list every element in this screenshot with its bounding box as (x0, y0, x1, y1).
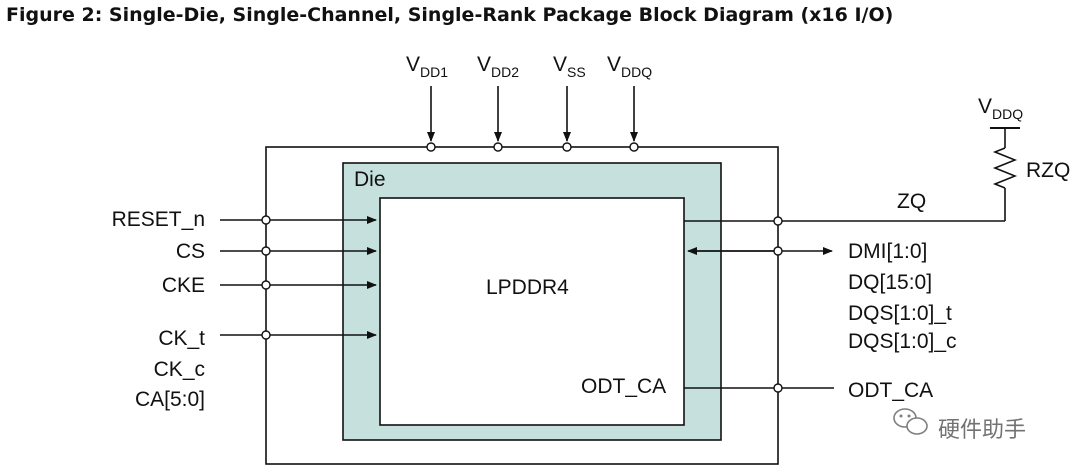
label-dmi: DMI[1:0] (848, 240, 927, 263)
label-dqs-c: DQS[1:0]_c (848, 330, 957, 353)
supply-pin-vdd1: VDD1 (406, 53, 448, 152)
label-zq-vddq: VDDQ (978, 95, 1023, 122)
label-odt-ca: ODT_CA (848, 379, 933, 402)
watermark-text: 硬件助手 (938, 418, 1026, 443)
label-dqs-t: DQS[1:0]_t (848, 302, 952, 325)
svg-text:RESET_n: RESET_n (112, 208, 205, 231)
signal-odt-ca: ODT_CA ODT_CA (581, 375, 933, 402)
label-ck-t: CK_t (158, 327, 205, 350)
label-odt-ca-internal: ODT_CA (581, 375, 666, 398)
package-outline (265, 146, 779, 465)
wechat-icon (893, 408, 928, 435)
svg-text:VDD2: VDD2 (477, 53, 519, 80)
label-dq: DQ[15:0] (848, 271, 932, 294)
svg-text:VDD1: VDD1 (406, 53, 448, 80)
chip-label: LPDDR4 (486, 276, 569, 299)
watermark: 硬件助手 (893, 408, 1026, 443)
label-zq: ZQ (897, 190, 926, 213)
die-label: Die (354, 168, 386, 191)
label-ca: CA[5:0] (135, 388, 205, 411)
signal-zq: ZQ (684, 190, 1005, 226)
signal-cke: CKE (162, 274, 377, 297)
signal-cs: CS (176, 240, 377, 263)
signal-reset-n: RESET_n (112, 208, 377, 231)
svg-text:CKE: CKE (162, 274, 205, 297)
signal-dq-bus: DMI[1:0] DQ[15:0] DQS[1:0]_t DQS[1:0]_c (687, 240, 957, 353)
svg-text:CS: CS (176, 240, 205, 263)
supply-pin-vdd2: VDD2 (477, 53, 519, 152)
svg-text:VDDQ: VDDQ (607, 53, 652, 80)
label-rzq: RZQ (1026, 159, 1070, 182)
supply-pin-vddq: VDDQ (607, 53, 652, 152)
supply-pin-vss: VSS (553, 53, 586, 152)
signal-ck-ca-bus: CK_t CK_c CA[5:0] (135, 327, 377, 411)
figure-title: Figure 2: Single-Die, Single-Channel, Si… (6, 4, 894, 26)
rzq-resistor: RZQ VDDQ (978, 95, 1070, 221)
label-ck-c: CK_c (154, 358, 205, 381)
svg-text:VSS: VSS (553, 53, 586, 80)
lpddr4-chip (379, 197, 685, 426)
